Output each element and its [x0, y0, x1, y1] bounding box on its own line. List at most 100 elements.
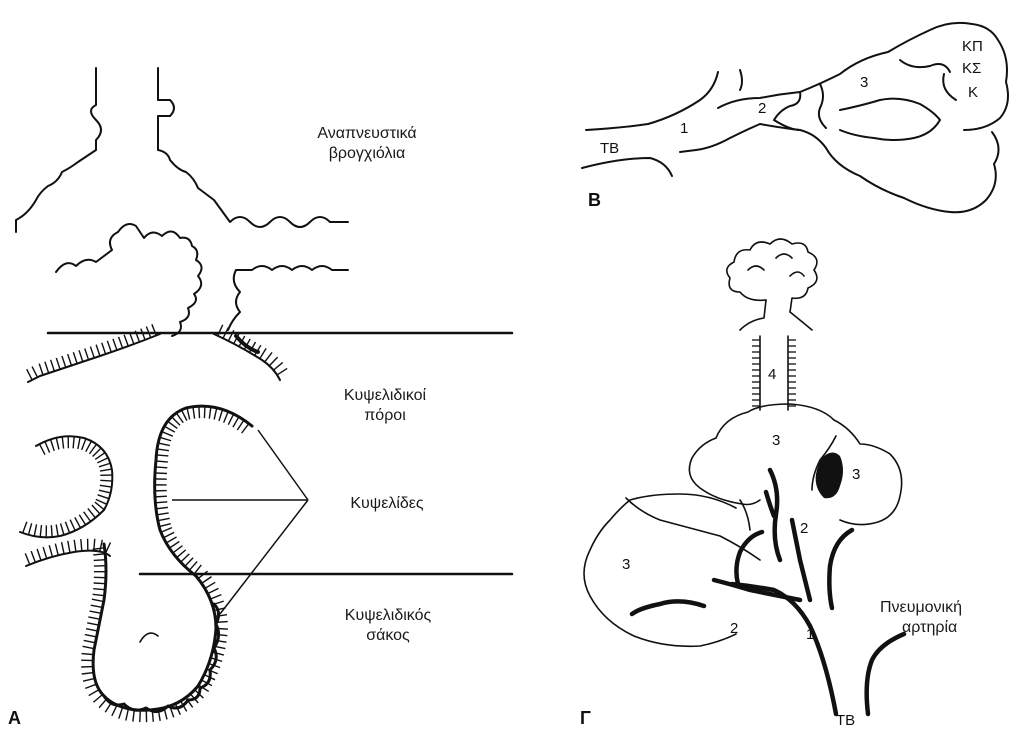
bronchiole-branch [680, 124, 760, 152]
bristle-tick [112, 705, 117, 716]
bristle-tick [56, 358, 60, 369]
alveolar-bristles [23, 324, 287, 722]
bristle-tick [73, 436, 74, 448]
bristle-tick [124, 335, 128, 346]
label-g-2-low: 2 [730, 620, 738, 637]
label-g-tb: ΤΒ [836, 712, 855, 729]
bristle-tick [160, 437, 171, 440]
bristle-tick [93, 594, 105, 595]
bronchiole-stub [740, 70, 742, 90]
bronchiole-inner-right [228, 266, 348, 330]
bristle-tick [100, 540, 103, 552]
bristle-tick [70, 520, 75, 531]
bristle-tick [216, 622, 228, 623]
bristle-tick [82, 673, 94, 674]
bristle-tick [119, 707, 123, 718]
bristle-tick [40, 444, 45, 455]
bristle-tick [55, 544, 58, 556]
branch-left-lower [632, 601, 704, 614]
bristle-tick [105, 702, 112, 712]
bristle-tick [193, 407, 195, 419]
label-g-3-left: 3 [622, 556, 630, 573]
bristle-tick [86, 441, 92, 452]
bristle-tick [99, 490, 111, 493]
bristle-tick [90, 611, 102, 613]
alveolar-sac-inner-curl [140, 633, 158, 642]
bristle-tick [79, 350, 83, 361]
bristle-tick [205, 582, 215, 588]
bristle-tick [102, 343, 106, 354]
bristle-tick [214, 408, 217, 420]
bristle-tick [25, 553, 29, 564]
bristle-tick [78, 437, 80, 449]
label-alveolar-ducts: Κυψελιδικοί πόροι [320, 386, 450, 426]
label-b-3: 3 [860, 74, 868, 91]
bristle-tick [155, 473, 167, 474]
bristle-tick [97, 458, 108, 463]
bristle-tick [56, 525, 58, 537]
bristle-tick [126, 709, 129, 721]
bristle-tick [212, 652, 224, 655]
bristle-tick [164, 426, 174, 432]
bristle-tick [185, 558, 193, 567]
bristle-tick [51, 439, 55, 450]
tb-right-trunk [867, 634, 904, 714]
bristle-tick [113, 339, 117, 350]
bristle-tick [155, 496, 167, 497]
label-alveolar-sac-line2: σάκος [318, 626, 458, 646]
bristle-tick [73, 352, 77, 363]
terminal-bronchiole-upper [586, 72, 718, 130]
bristle-tick [93, 589, 105, 590]
bristle-tick [181, 554, 190, 562]
bristle-tick [265, 352, 272, 362]
bristle-tick [260, 348, 266, 358]
small-stub [766, 492, 774, 516]
bristle-tick [89, 444, 96, 454]
bristle-tick [100, 480, 112, 481]
bristle-tick [62, 356, 66, 367]
bristle-tick [105, 542, 110, 553]
bristle-tick [158, 443, 170, 446]
bristle-tick [56, 438, 59, 450]
bristle-tick [158, 518, 170, 520]
bristle-tick [85, 684, 96, 688]
bristle-tick [81, 539, 82, 551]
bristle-tick [172, 417, 180, 426]
bristle-tick [84, 640, 96, 642]
label-respiratory-bronchioles-line2: βρογχιόλια [282, 144, 452, 164]
bristle-tick [90, 347, 94, 358]
alveoli-callout-lines [172, 430, 308, 614]
label-g-1: 1 [806, 626, 814, 643]
bristle-tick [100, 469, 112, 471]
airway-lower-edge [760, 124, 999, 212]
bristle-tick [88, 508, 96, 517]
airway-cloud-detail [900, 60, 956, 100]
bristle-tick [82, 439, 86, 450]
bristle-tick [119, 337, 123, 348]
branch-left-long [714, 580, 800, 600]
label-b-kp: ΚΠ [962, 38, 983, 55]
label-alveolar-ducts-line2: πόροι [320, 406, 450, 426]
bristle-tick [169, 541, 179, 548]
bronchiole-inner-left [56, 224, 202, 336]
bristle-tick [107, 341, 111, 352]
panel-letter-b: Β [588, 190, 601, 211]
upper-lobe-left [689, 438, 760, 505]
bristle-tick [156, 507, 168, 508]
label-b-1: 1 [680, 120, 688, 137]
bristle-tick [99, 699, 107, 708]
bristle-tick [100, 485, 112, 487]
bristle-tick [93, 554, 105, 555]
bristle-tick [166, 537, 176, 543]
panel-letter-a: Α [8, 708, 21, 729]
bristle-tick [173, 546, 183, 553]
bristle-tick [162, 432, 173, 437]
label-pulmonary-artery-line1: Πνευμονική [880, 598, 1020, 618]
bristle-tick [82, 654, 94, 655]
bristle-tick [34, 524, 36, 536]
panel-g-thick-lines [632, 470, 904, 714]
bristle-tick [40, 525, 41, 537]
bristle-tick [39, 364, 43, 375]
bristle-tick [208, 588, 219, 593]
label-pulmonary-artery: Πνευμονική αρτηρία [880, 598, 1020, 638]
